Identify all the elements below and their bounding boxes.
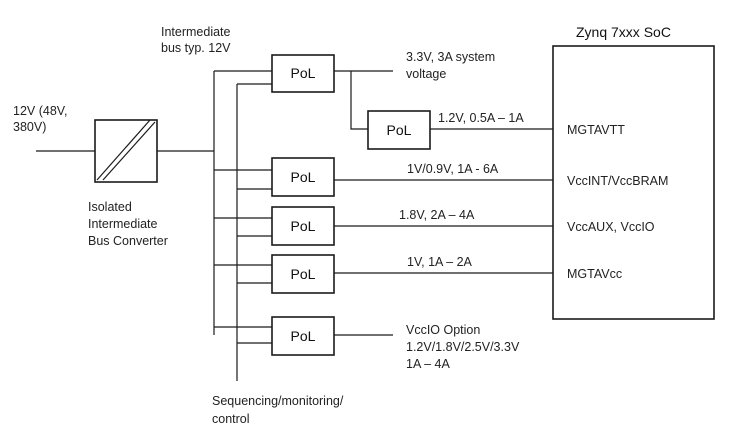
input-voltage-label-line-2: 380V) (13, 120, 46, 134)
pol-3: PoL (271, 157, 335, 197)
rail-5-label: 1V, 1A – 2A (407, 255, 473, 269)
rail-6-label-line-2: 1.2V/1.8V/2.5V/3.3V (406, 340, 520, 354)
converter-label-line-2: Intermediate (88, 217, 158, 231)
rail-1-label-line-2: voltage (406, 67, 446, 81)
soc-title: Zynq 7xxx SoC (576, 24, 671, 40)
converter-label-line-3: Bus Converter (88, 234, 168, 248)
pol-5-box (271, 254, 335, 294)
pol-3-box (271, 157, 335, 197)
pol-3-label: PoL (291, 169, 316, 185)
pol-1-label: PoL (291, 65, 316, 81)
pol-6-box (271, 316, 335, 356)
rail-3-label: 1V/0.9V, 1A - 6A (407, 162, 499, 176)
pol-6-label: PoL (291, 328, 316, 344)
rail-1-label-line-1: 3.3V, 3A system (406, 50, 495, 64)
pol-1-box (271, 54, 335, 93)
converter-slash-2 (102, 121, 156, 181)
soc-pin-mgtavcc: MGTAVcc (567, 267, 622, 281)
converter-box (94, 119, 158, 183)
rail-2-label: 1.2V, 0.5A – 1A (438, 111, 524, 125)
intermediate-bus-label-line-1: Intermediate (161, 25, 231, 39)
converter-slash-1 (96, 119, 151, 181)
control-label-line-1: Sequencing/monitoring/ (212, 394, 344, 408)
soc-pin-mgtavtt: MGTAVTT (567, 123, 625, 137)
converter-label-line-1: Isolated (88, 200, 132, 214)
input-voltage-label-line-1: 12V (48V, (13, 104, 67, 118)
pol-4-box (271, 206, 335, 246)
pol-2-box (367, 110, 431, 150)
soc-pin-vccaux: VccAUX, VccIO (567, 220, 655, 234)
pol-1: PoL (271, 54, 335, 93)
pol-4: PoL (271, 206, 335, 246)
pol-6: PoL (271, 316, 335, 356)
control-label-line-2: control (212, 412, 250, 426)
wires (36, 70, 553, 381)
intermediate-bus-label-line-2: bus typ. 12V (161, 41, 231, 55)
soc-block: Zynq 7xxx SoC MGTAVTT VccINT/VccBRAM Vcc… (552, 24, 715, 320)
pol-2: PoL (367, 110, 431, 150)
rail-6-label-line-1: VccIO Option (406, 323, 480, 337)
pol-5-label: PoL (291, 266, 316, 282)
soc-pin-vccint: VccINT/VccBRAM (567, 174, 668, 188)
pol-5: PoL (271, 254, 335, 294)
rail-4-label: 1.8V, 2A – 4A (399, 208, 475, 222)
pol-1-to-pol-2-wire (350, 71, 368, 130)
isolated-converter-symbol (94, 119, 158, 183)
soc-box (552, 45, 715, 320)
rail-6-label-line-3: 1A – 4A (406, 357, 450, 371)
pol-4-label: PoL (291, 218, 316, 234)
pol-2-label: PoL (387, 122, 412, 138)
